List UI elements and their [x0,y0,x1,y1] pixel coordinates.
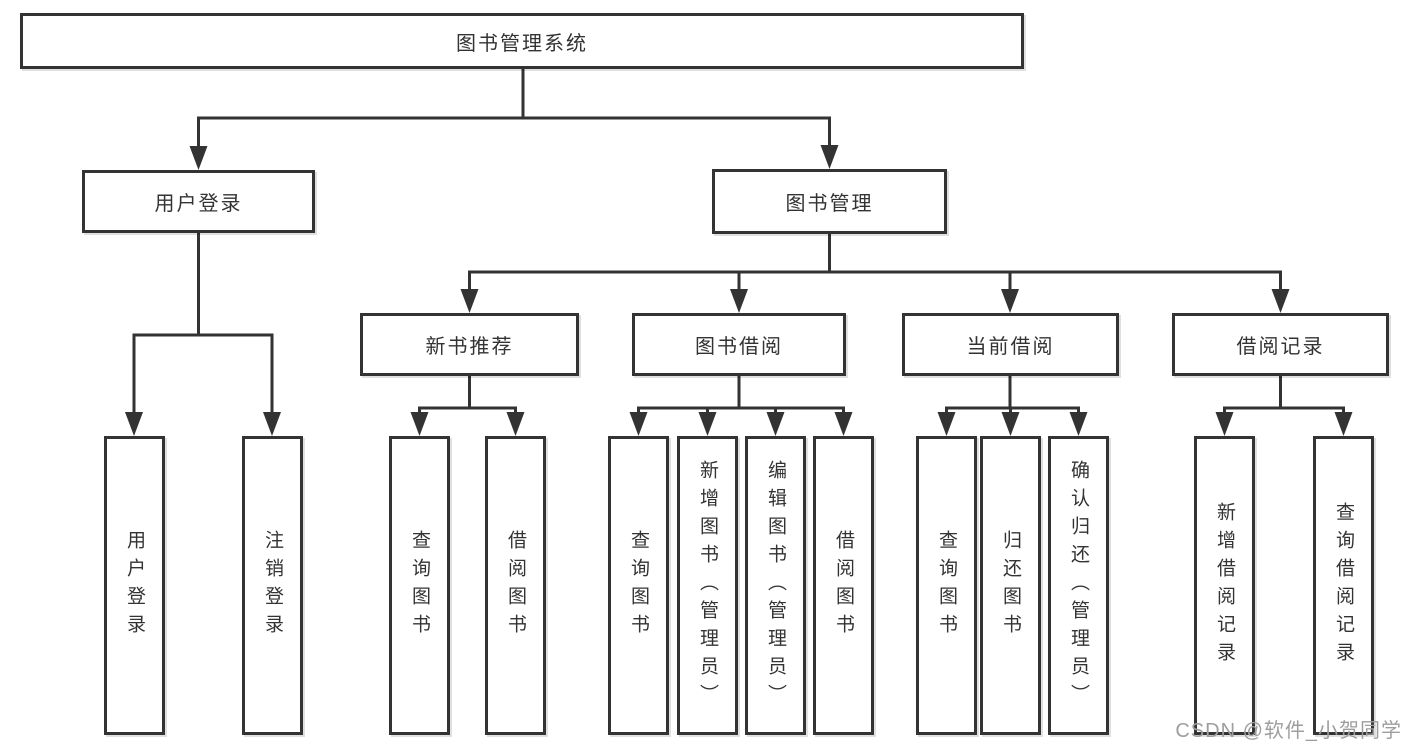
arrowhead [1001,412,1020,436]
arrowhead [506,412,525,436]
leaf-add-borrow-record: 新增借阅记录 [1194,436,1255,735]
leaf-return-books-label: 归还图书 [1000,529,1021,642]
leaf-logout: 注销登录 [242,436,303,735]
node-borrow-records-label: 借阅记录 [1236,336,1325,358]
connector-userlogin-to-leaves [125,233,281,436]
leaf-borrow-books-borrow-label: 借阅图书 [833,529,854,642]
node-user-login-label: 用户登录 [154,193,243,215]
arrowhead [766,412,785,436]
connector-borrow-to-leaves [629,376,853,436]
arrowhead [410,412,429,436]
leaf-borrow-books-newbooks-label: 借阅图书 [505,529,526,642]
connector-newbooks-to-leaves [410,376,525,436]
arrowhead [1069,412,1088,436]
node-borrow-records: 借阅记录 [1172,313,1389,376]
leaf-query-books-newbooks-label: 查询图书 [409,529,430,642]
arrowhead [1001,289,1019,313]
arrowhead [834,412,853,436]
arrowhead [730,289,748,313]
node-book-borrow: 图书借阅 [632,313,846,376]
leaf-user-login: 用户登录 [104,436,165,735]
leaf-query-books-newbooks: 查询图书 [389,436,450,735]
leaf-logout-label: 注销登录 [262,529,283,642]
arrowhead [189,146,208,170]
leaf-add-book-admin-label: 新增图书（管理员） [697,459,718,712]
node-current-borrow-label: 当前借阅 [966,336,1055,358]
leaf-borrow-books-borrow: 借阅图书 [813,436,874,735]
node-book-borrow-label: 图书借阅 [695,336,783,358]
leaf-query-books-current-label: 查询图书 [936,529,957,642]
leaf-confirm-return-admin-label: 确认归还（管理员） [1068,459,1089,712]
leaf-edit-book-admin: 编辑图书（管理员） [745,436,806,735]
leaf-edit-book-admin-label: 编辑图书（管理员） [765,459,786,712]
connector-root-to-level2 [189,69,839,170]
node-book-management: 图书管理 [712,169,947,234]
leaf-query-borrow-record-label: 查询借阅记录 [1333,501,1354,670]
arrowhead [820,145,839,169]
arrowhead [460,289,479,313]
arrowhead [1271,289,1290,313]
connector-records-to-leaves [1215,376,1353,436]
arrowhead [937,412,956,436]
leaf-query-books-borrow: 查询图书 [608,436,669,735]
watermark: CSDN @软件_小贺同学 [1175,720,1402,742]
connector-bookmgmt-to-level3 [460,234,1290,313]
node-current-borrow: 当前借阅 [902,313,1119,376]
node-user-login: 用户登录 [82,170,315,233]
leaf-confirm-return-admin: 确认归还（管理员） [1048,436,1109,735]
leaf-query-books-current: 查询图书 [916,436,977,735]
arrowhead [1334,412,1353,436]
node-root-label: 图书管理系统 [456,32,588,55]
arrowhead [125,412,143,436]
leaf-add-borrow-record-label: 新增借阅记录 [1214,501,1235,670]
arrowhead [1215,412,1234,436]
arrowhead [629,412,648,436]
leaf-query-borrow-record: 查询借阅记录 [1313,436,1374,735]
arrowhead [698,412,717,436]
arrowhead [263,412,281,436]
leaf-return-books: 归还图书 [980,436,1041,735]
node-book-management-label: 图书管理 [785,193,874,215]
connector-current-to-leaves [937,376,1088,436]
leaf-add-book-admin: 新增图书（管理员） [677,436,738,735]
leaf-borrow-books-newbooks: 借阅图书 [485,436,546,735]
node-new-book-recommend: 新书推荐 [360,313,579,376]
leaf-query-books-borrow-label: 查询图书 [628,529,649,642]
node-root: 图书管理系统 [20,13,1024,69]
node-new-book-recommend-label: 新书推荐 [425,336,514,358]
leaf-user-login-label: 用户登录 [124,529,145,642]
